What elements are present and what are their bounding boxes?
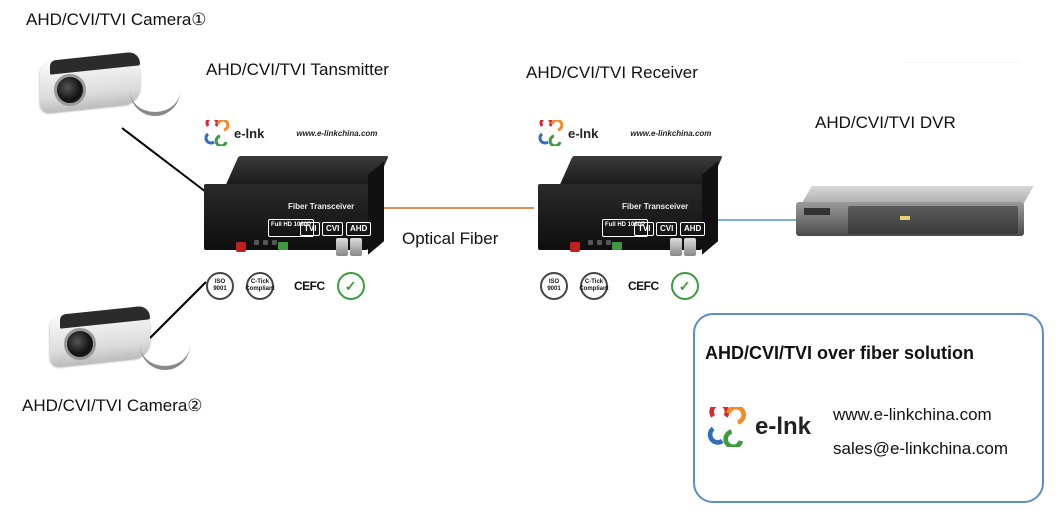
led-icon <box>588 240 593 245</box>
brand-url: www.e-linkchina.com <box>630 128 712 138</box>
dvr-indicator <box>900 216 910 220</box>
device-top <box>225 156 389 186</box>
c-tick-icon: C-Tick Compliant <box>579 272 609 300</box>
rohs-check-icon: ✓ <box>336 272 365 300</box>
transmitter-label: AHD/CVI/TVI Tansmitter <box>206 60 389 79</box>
camera2-image <box>50 304 190 384</box>
solution-info-box: AHD/CVI/TVI over fiber solution e-lnk ww… <box>693 313 1044 503</box>
bnc-connector-icon <box>336 238 348 256</box>
ce-fc-icon: CEFC <box>628 279 659 293</box>
camera-lens-icon <box>54 74 86 106</box>
device-side <box>702 161 718 255</box>
led-icon <box>263 240 268 245</box>
led-icon <box>597 240 602 245</box>
e-link-logo-icon <box>707 407 747 447</box>
transmitter-brand: e-lnk www.e-linkchina.com <box>204 120 377 146</box>
receiver-label: AHD/CVI/TVI Receiver <box>526 63 698 82</box>
e-link-logo-icon <box>538 120 564 146</box>
faint-divider <box>905 62 1020 63</box>
camera2-label: AHD/CVI/TVI Camera② <box>22 396 203 415</box>
website-link[interactable]: www.e-linkchina.com <box>833 405 992 424</box>
dvr-device <box>796 186 1034 242</box>
bnc-connector-icon <box>684 238 696 256</box>
badge-full-hd: Full HD 1080P <box>602 219 649 237</box>
power-port <box>278 242 288 250</box>
badge-ahd: AHD <box>680 222 706 236</box>
brand-name: e-lnk <box>234 125 265 141</box>
dvr-label: AHD/CVI/TVI DVR <box>815 113 956 132</box>
fiber-port <box>570 242 580 252</box>
iso-9001-icon: ISO 9001 <box>206 272 234 300</box>
bnc-connector-icon <box>350 238 362 256</box>
camera2-link <box>149 281 207 339</box>
camera1-link <box>121 127 207 193</box>
badge-tvi: TVI <box>634 222 655 236</box>
led-icon <box>606 240 611 245</box>
badge-ahd: AHD <box>346 222 372 236</box>
device-title: Fiber Transceiver <box>622 202 689 211</box>
receiver-brand: e-lnk www.e-linkchina.com <box>538 120 711 146</box>
c-tick-icon: C-Tick Compliant <box>245 272 275 300</box>
brand-name: e-lnk <box>568 125 599 141</box>
camera-cable <box>130 90 180 116</box>
camera-lens-icon <box>64 328 96 360</box>
solution-title: AHD/CVI/TVI over fiber solution <box>705 343 975 363</box>
badge-cvi: CVI <box>322 222 344 236</box>
badge-full-hd: Full HD 1080P <box>268 219 315 237</box>
info-brand-name: e-lnk <box>755 413 812 440</box>
optical-fiber-label: Optical Fiber <box>402 229 499 248</box>
e-link-logo-icon <box>204 120 230 146</box>
device-top <box>559 156 723 186</box>
device-title: Fiber Transceiver <box>288 202 355 211</box>
rohs-check-icon: ✓ <box>670 272 699 300</box>
device-side <box>368 161 384 255</box>
power-port <box>612 242 622 250</box>
transmitter-device: Fiber Transceiver Full HD 1080P TVI CVI … <box>204 156 389 256</box>
dvr-panel <box>848 206 1018 234</box>
camera-cable <box>140 344 190 370</box>
bnc-connector-icon <box>670 238 682 256</box>
info-brand: e-lnk <box>707 407 811 447</box>
iso-9001-icon: ISO 9001 <box>540 272 568 300</box>
fiber-port <box>236 242 246 252</box>
email-link[interactable]: sales@e-linkchina.com <box>833 439 1009 458</box>
receiver-device: Fiber Transceiver Full HD 1080P TVI CVI … <box>538 156 723 256</box>
brand-url: www.e-linkchina.com <box>296 128 378 138</box>
led-icon <box>272 240 277 245</box>
led-row <box>254 240 277 245</box>
ce-fc-icon: CEFC <box>294 279 325 293</box>
dvr-label-plate <box>804 208 830 215</box>
led-icon <box>254 240 259 245</box>
camera1-image <box>40 50 180 130</box>
receiver-certifications: ISO 9001 C-Tick Compliant CEFC ✓ <box>540 272 699 300</box>
led-row <box>588 240 611 245</box>
transmitter-certifications: ISO 9001 C-Tick Compliant CEFC ✓ <box>206 272 365 300</box>
badge-tvi: TVI <box>300 222 321 236</box>
badge-cvi: CVI <box>656 222 678 236</box>
camera1-label: AHD/CVI/TVI Camera① <box>26 10 207 29</box>
